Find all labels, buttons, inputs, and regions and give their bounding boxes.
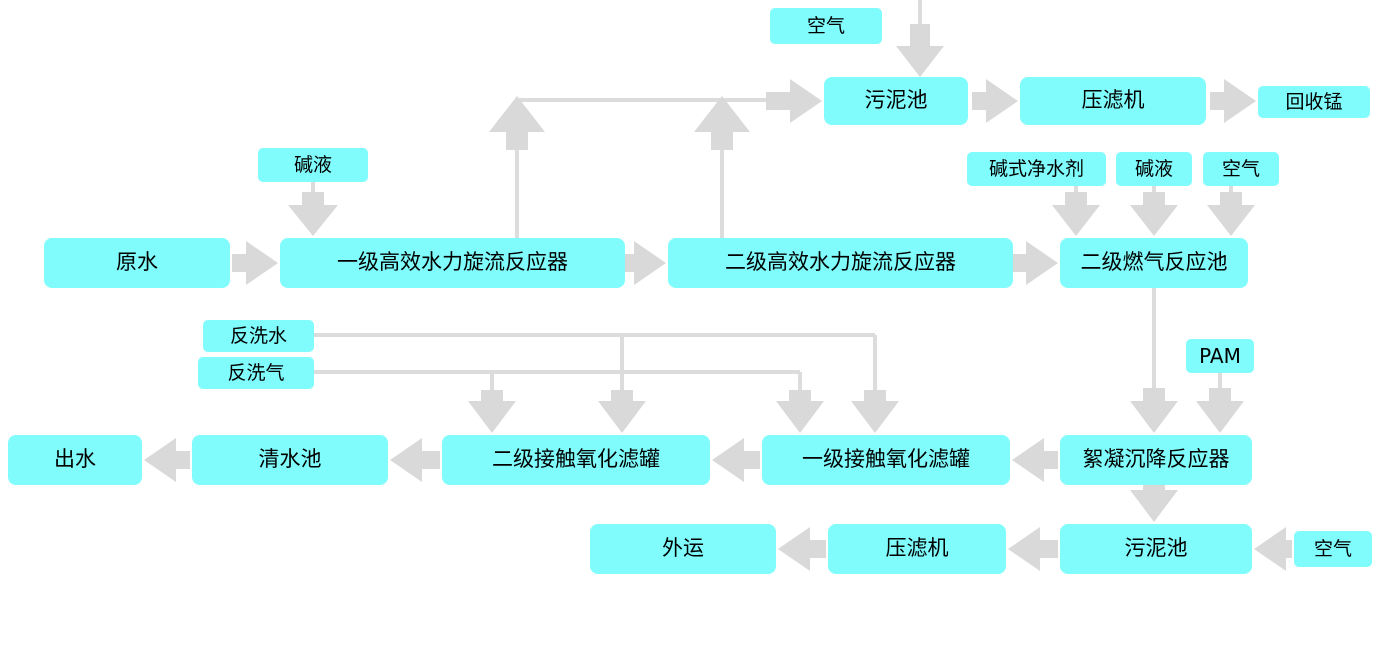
node-alkali-2[interactable]: 碱液 xyxy=(1116,152,1192,186)
node-pam[interactable]: PAM xyxy=(1186,339,1254,373)
node-floc-settle[interactable]: 絮凝沉降反应器 xyxy=(1060,435,1252,485)
node-cyclone-2[interactable]: 二级高效水力旋流反应器 xyxy=(668,238,1013,288)
arrowhead-cyclone2-up xyxy=(694,96,750,150)
node-backwash-water[interactable]: 反洗水 xyxy=(203,320,314,352)
arrowhead-into-sludge1 xyxy=(766,79,822,123)
arrowhead-cyclone2-to-gas xyxy=(1012,241,1058,285)
arrowhead-cyclone1-to-cyclone2 xyxy=(620,241,666,285)
node-filter-press-2[interactable]: 压滤机 xyxy=(828,524,1006,574)
arrowhead-alkali2-to-gas xyxy=(1130,192,1178,236)
node-clear-tank[interactable]: 清水池 xyxy=(192,435,388,485)
node-raw-water[interactable]: 原水 xyxy=(44,238,230,288)
arrowhead-purifier-to-gas xyxy=(1052,192,1100,236)
arrowhead-sludge1-to-press1 xyxy=(972,79,1018,123)
arrowhead-bwa-to-ox1 xyxy=(776,390,824,433)
arrowhead-airreactor-to-gas xyxy=(1207,192,1255,236)
arrowhead-floc-to-ox1 xyxy=(1012,438,1058,482)
arrowhead-gas-to-floc xyxy=(1130,388,1178,433)
arrowhead-ox1-to-ox2 xyxy=(712,438,760,482)
arrowhead-pam-to-floc xyxy=(1196,388,1244,433)
node-cyclone-1[interactable]: 一级高效水力旋流反应器 xyxy=(280,238,625,288)
node-contact-ox-1[interactable]: 一级接触氧化滤罐 xyxy=(762,435,1010,485)
node-contact-ox-2[interactable]: 二级接触氧化滤罐 xyxy=(442,435,710,485)
node-recover-mn[interactable]: 回收锰 xyxy=(1258,86,1370,118)
arrowhead-alkali1-to-cyclone1 xyxy=(288,192,338,236)
arrowhead-press2-to-haul xyxy=(778,527,826,571)
node-air-reactor[interactable]: 空气 xyxy=(1203,152,1279,186)
node-sludge-tank-1[interactable]: 污泥池 xyxy=(824,77,968,125)
arrowhead-sludge2-to-press2 xyxy=(1008,527,1058,571)
arrowhead-floc-to-sludge2 xyxy=(1130,480,1178,522)
arrowhead-bww-to-ox1 xyxy=(851,390,899,433)
arrowhead-ox2-to-clear xyxy=(390,438,440,482)
node-alkali-1[interactable]: 碱液 xyxy=(258,148,368,182)
arrowhead-clear-to-effluent xyxy=(144,438,190,482)
arrowhead-cyclone1-up xyxy=(489,96,545,150)
arrowhead-air-to-sludge1 xyxy=(896,24,944,77)
arrowhead-press1-to-recover xyxy=(1210,79,1256,123)
arrowhead-air-to-sludge2 xyxy=(1254,527,1292,571)
node-backwash-air[interactable]: 反洗气 xyxy=(198,357,314,389)
node-haul-away[interactable]: 外运 xyxy=(590,524,776,574)
node-gas-reactor-2[interactable]: 二级燃气反应池 xyxy=(1060,238,1248,288)
arrowhead-bwa-to-ox2 xyxy=(468,390,516,433)
node-basic-purifier[interactable]: 碱式净水剂 xyxy=(967,152,1106,186)
node-air-bottom[interactable]: 空气 xyxy=(1294,531,1372,567)
node-effluent[interactable]: 出水 xyxy=(8,435,142,485)
node-filter-press-1[interactable]: 压滤机 xyxy=(1020,77,1206,125)
node-air-top[interactable]: 空气 xyxy=(770,8,882,44)
node-sludge-tank-2[interactable]: 污泥池 xyxy=(1060,524,1252,574)
arrowhead-bww-to-ox2 xyxy=(598,390,646,433)
arrowhead-raw-to-cyclone1 xyxy=(232,241,278,285)
